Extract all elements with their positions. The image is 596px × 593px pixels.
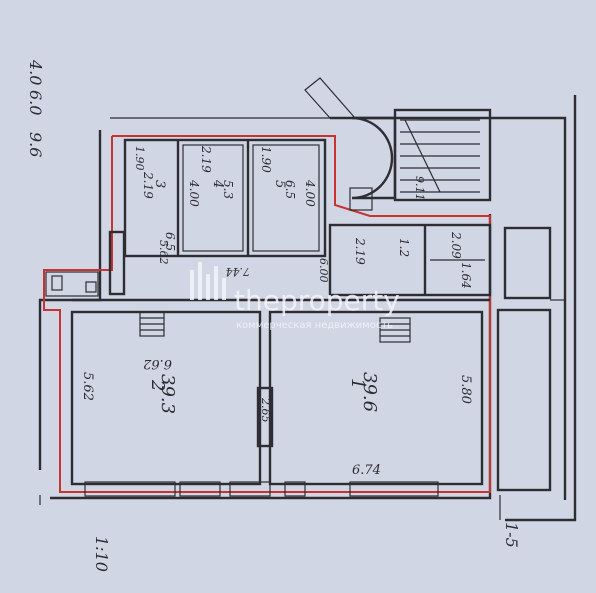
dim-d6: 9.11 (413, 176, 426, 201)
wc-block (45, 271, 99, 297)
staircase (349, 108, 492, 211)
watermark-tagline: коммерческая недвижимость (236, 320, 393, 331)
dim-d4: 2.65 (259, 397, 272, 423)
room-3-area: 6.5 (163, 232, 177, 251)
room-3-dim-b: 2.19 (141, 171, 155, 199)
room-3-labels: 2.19 3 6.5 4.00 (141, 171, 201, 251)
storage-block (108, 138, 327, 296)
annotation-bottom-right: 1-5 (502, 522, 521, 548)
room-3-dim-a: 4.00 (187, 179, 201, 207)
room-1-depth: 5.80 (458, 375, 473, 404)
room-2-depth: 5.62 (80, 372, 95, 401)
dim-d5: 6.00 (317, 258, 330, 283)
small-room-area: 1.2 (397, 238, 411, 257)
room-5-labels: 1.90 5 6.5 4.00 (259, 146, 317, 207)
scale-note: 1:10 (92, 536, 111, 572)
room-7-dim: 2.19 (353, 237, 367, 265)
room-2-area: 39.3 (157, 374, 178, 414)
room-8-dim: 2.09 (449, 231, 463, 259)
room-5-dim-a: 4.00 (303, 179, 317, 207)
margin-note-1: 4.0 (26, 59, 45, 85)
corridor-block (328, 223, 492, 297)
watermark-logo-icon (190, 262, 226, 300)
room-5-dim-b: 1.90 (259, 146, 273, 173)
property-boundary (43, 135, 491, 493)
margin-note-3: 9.6 (26, 132, 45, 157)
room-5-number: 5 (272, 180, 287, 188)
room-4-area: 5.3 (221, 180, 235, 199)
watermark: theproperty коммерческая недвижимость (190, 262, 400, 331)
right-columns (496, 226, 565, 492)
room-4-labels: 2.19 4 5.3 (199, 145, 235, 199)
watermark-brand: theproperty (234, 284, 400, 317)
room-1-width: 6.74 (352, 463, 381, 478)
dim-d1: 5.62 (157, 240, 170, 265)
room-2-width: 6.62 (143, 356, 172, 371)
interior-steps (139, 311, 411, 343)
main-rooms (70, 298, 490, 486)
dim-d2: 7.44 (226, 265, 251, 278)
corridor-labels: 2.19 1.2 2.09 1.64 (353, 231, 473, 289)
room-1-area: 39.6 (359, 372, 380, 412)
room-4-number: 4 (210, 179, 225, 188)
room-2-labels: 2 39.3 6.62 5.62 (80, 356, 178, 414)
dim-d7: 1.64 (459, 262, 473, 289)
margin-note-2: 6.0 (26, 90, 45, 115)
room-2-number: 2 (147, 379, 168, 391)
room-3-number: 3 (152, 180, 167, 188)
room-5-area: 6.5 (283, 180, 297, 199)
room-1-number: 1 (347, 378, 368, 389)
room-4-dim-b: 2.19 (199, 145, 213, 173)
windows (39, 481, 501, 520)
room-1-labels: 1 39.6 6.74 5.80 (347, 372, 473, 478)
margin-notes: 4.0 6.0 9.6 (26, 59, 45, 157)
misc-dimensions: 5.62 7.44 1.90 2.65 6.00 9.11 (133, 146, 426, 423)
dim-d3: 1.90 (133, 146, 146, 171)
